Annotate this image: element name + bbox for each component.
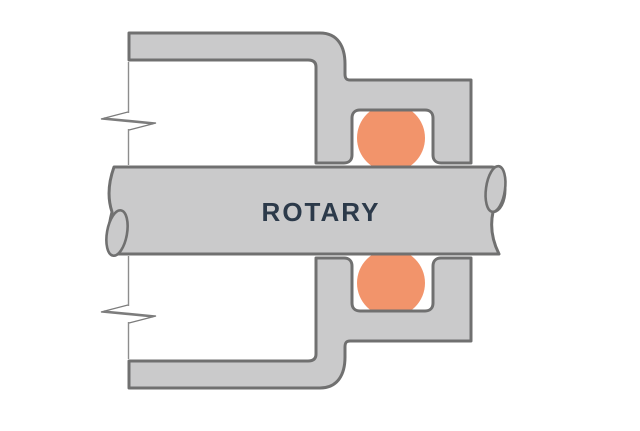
- shaft-label: ROTARY: [262, 197, 381, 227]
- upper-break-symbol: [100, 111, 157, 131]
- shaft-left-end-ellipse: [105, 208, 129, 258]
- lower-frame-housing: [127, 256, 473, 390]
- lower-dimension-line: [100, 256, 157, 359]
- shaft-right-end-ellipse: [484, 164, 507, 214]
- lower-bearing-ball: [357, 249, 425, 317]
- upper-bearing-ball: [357, 104, 425, 172]
- upper-dimension-line: [100, 62, 157, 165]
- upper-frame-housing: [127, 31, 473, 165]
- lower-break-symbol: [100, 304, 157, 324]
